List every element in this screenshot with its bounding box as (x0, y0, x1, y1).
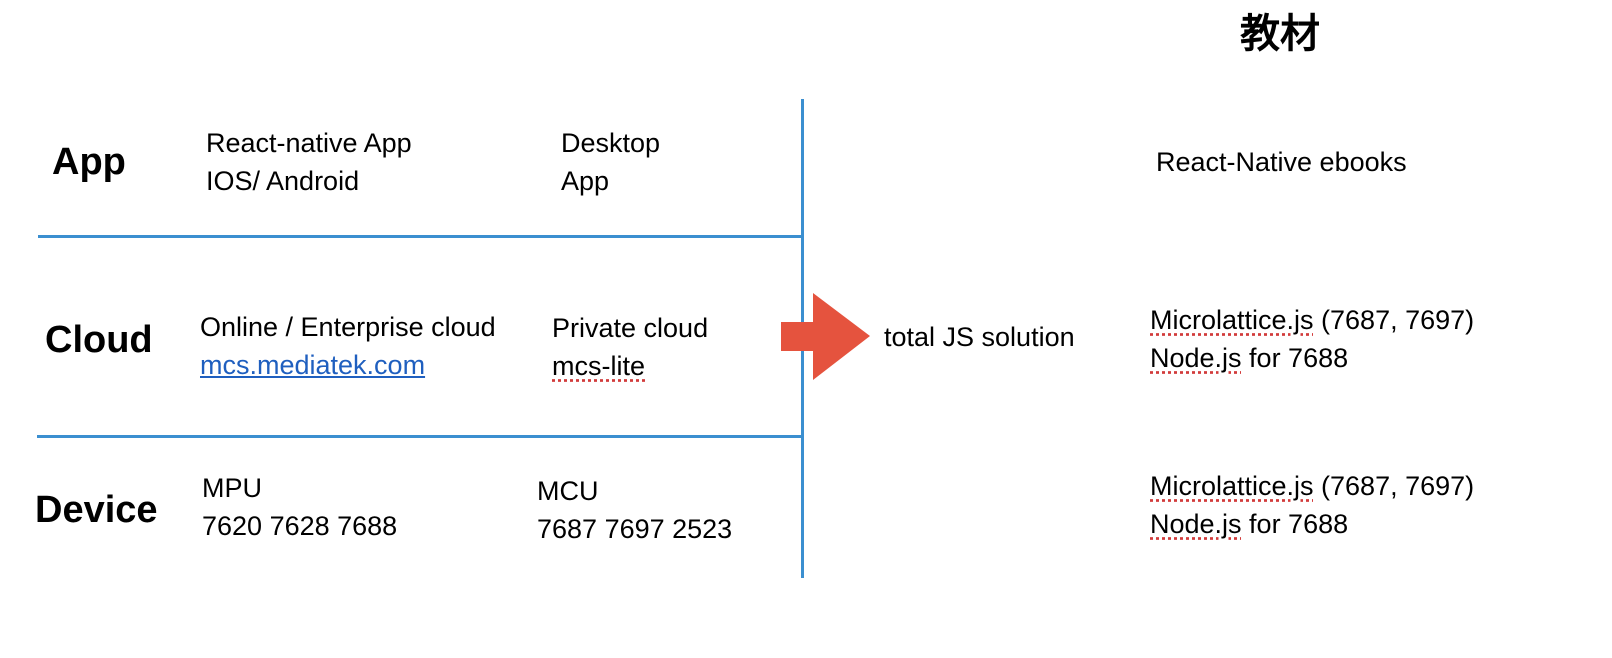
cloud-private-line1: Private cloud (552, 313, 709, 343)
right-arrow-icon (781, 293, 870, 380)
device-mpu-line1: MPU (202, 473, 262, 503)
materials-cloud: Microlattice.js (7687, 7697) Node.js for… (1150, 301, 1474, 377)
device-mpu-line2: 7620 7628 7688 (202, 511, 398, 541)
device-mcu-line1: MCU (537, 476, 599, 506)
materials-title: 教材 (1240, 12, 1320, 56)
cloud-cell-private: Private cloud mcs-lite (552, 309, 708, 385)
cloud-private-line2: mcs-lite (552, 351, 645, 381)
nodejs-word: Node.js (1150, 509, 1242, 539)
microlattice-word: Microlattice.js (1150, 305, 1314, 335)
arrow-label: total JS solution (884, 322, 1075, 352)
microlattice-models: (7687, 7697) (1313, 305, 1475, 335)
app-desktop-line1: Desktop (561, 128, 661, 158)
cloud-cell-online: Online / Enterprise cloud mcs.mediatek.c… (200, 308, 496, 384)
row-divider-app-cloud (38, 235, 804, 238)
nodejs-word: Node.js (1150, 343, 1242, 373)
app-mobile-line2: IOS/ Android (206, 166, 360, 196)
app-mobile-line1: React-native App (206, 128, 412, 158)
materials-app: React-Native ebooks (1156, 147, 1407, 177)
row-label-cloud: Cloud (45, 319, 153, 361)
row-label-app: App (52, 141, 126, 183)
row-divider-cloud-device (37, 435, 804, 438)
device-mcu-line2: 7687 7697 2523 (537, 514, 733, 544)
app-cell-mobile: React-native App IOS/ Android (206, 124, 412, 200)
app-desktop-line2: App (561, 166, 610, 196)
materials-device: Microlattice.js (7687, 7697) Node.js for… (1150, 467, 1474, 543)
microlattice-word: Microlattice.js (1150, 471, 1314, 501)
device-cell-mcu: MCU 7687 7697 2523 (537, 472, 732, 548)
microlattice-models: (7687, 7697) (1313, 471, 1475, 501)
row-label-device: Device (35, 489, 158, 531)
device-cell-mpu: MPU 7620 7628 7688 (202, 469, 397, 545)
nodejs-models: for 7688 (1241, 509, 1349, 539)
cloud-online-line1: Online / Enterprise cloud (200, 312, 496, 342)
nodejs-models: for 7688 (1241, 343, 1349, 373)
mcs-mediatek-link[interactable]: mcs.mediatek.com (200, 350, 426, 380)
app-cell-desktop: Desktop App (561, 124, 660, 200)
